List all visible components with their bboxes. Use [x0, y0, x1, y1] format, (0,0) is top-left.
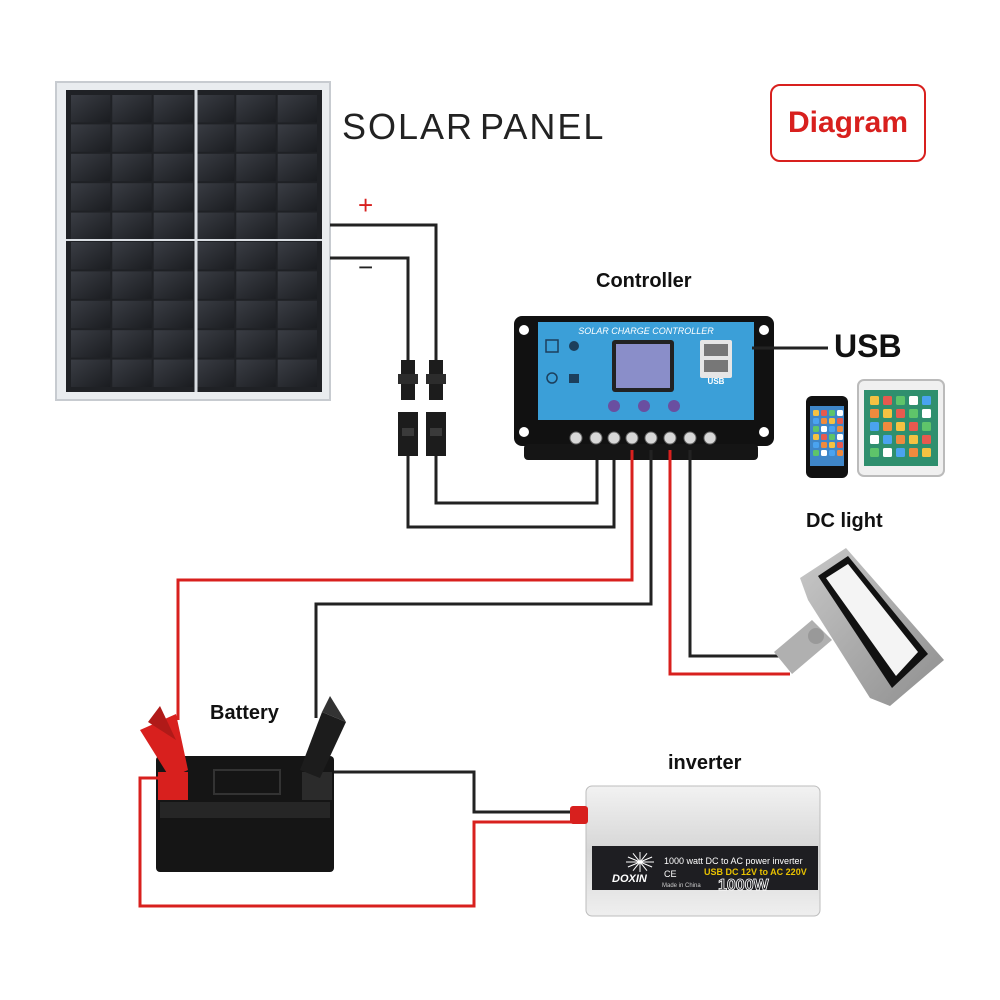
controller-label: Controller	[596, 270, 692, 292]
inverter-brand: DOXIN	[612, 873, 648, 885]
inverter-ce: CE	[664, 869, 677, 879]
diagram-badge: Diagram	[770, 84, 926, 162]
solar-panel	[55, 81, 331, 401]
inverter-watt: 1000W	[718, 877, 770, 894]
controller-header: SOLAR CHARGE CONTROLLER	[578, 326, 714, 336]
battery	[140, 696, 346, 872]
smartphone	[806, 396, 848, 478]
controller-usb-badge: USB	[708, 377, 725, 386]
inverter-made-in: Made in China	[662, 883, 701, 889]
panel-cells	[66, 90, 322, 392]
inverter-line1: 1000 watt DC to AC power inverter	[664, 856, 803, 866]
charge-controller: SOLAR CHARGE CONTROLLER USB	[514, 316, 774, 460]
power-inverter: DOXIN 1000 watt DC to AC power inverter …	[570, 785, 821, 917]
panel-wires	[330, 223, 616, 529]
usb-label: USB	[834, 328, 902, 364]
controller-wires	[176, 450, 790, 720]
tablet	[857, 379, 945, 477]
inverter-line2: USB DC 12V to AC 220V	[704, 867, 807, 877]
solar-panel-title: SOLAR	[342, 106, 475, 147]
dc-light-label: DC light	[806, 510, 883, 532]
battery-label: Battery	[210, 702, 279, 724]
plus-sign: +	[358, 190, 374, 220]
solar-panel-title-2: PANEL	[480, 106, 606, 147]
dc-flood-light	[774, 548, 944, 706]
inverter-label: inverter	[668, 752, 742, 774]
inverter-wires	[138, 770, 578, 908]
